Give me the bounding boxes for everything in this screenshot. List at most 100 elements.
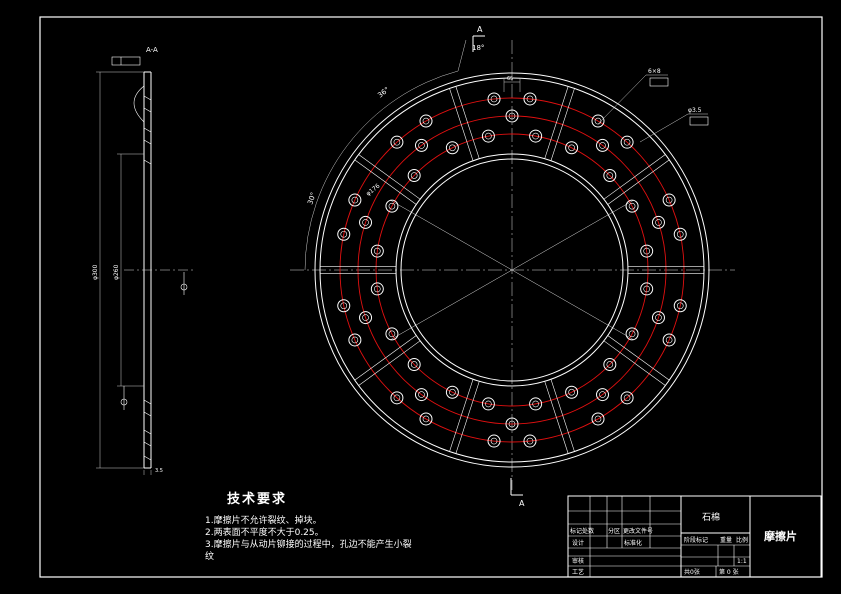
rivet-hole-inner-40 — [568, 144, 575, 152]
requirement-2: 2.两表面不平度不大于0.25。 — [205, 528, 324, 538]
rivet-hole-inner-5 — [606, 361, 614, 368]
rivet-hole-inner-36 — [508, 112, 516, 120]
groove-6-1 — [358, 154, 421, 200]
rivet-hole-45 — [625, 199, 639, 213]
rivet-hole-22 — [370, 282, 384, 296]
groove-8-1 — [550, 88, 575, 161]
rivet-hole-inner-48 — [665, 196, 673, 204]
drawing-border — [39, 16, 823, 578]
rivet-hole-24 — [337, 299, 351, 313]
rivet-hole-inner-10 — [532, 400, 539, 408]
rivet-hole-inner-29 — [351, 196, 359, 204]
rivet-hole-12 — [481, 397, 495, 411]
angle-36-label: 36° — [376, 86, 391, 100]
rivet-hole-4 — [662, 333, 676, 347]
scale-label: 比例 — [736, 536, 748, 544]
rivet-hole-inner-9 — [594, 415, 602, 423]
groove-7-0 — [449, 88, 474, 161]
tb-row-1-left: 标记处数 — [570, 527, 594, 535]
rivet-hole-14 — [487, 434, 501, 448]
title-block: 标记处数 分区 更改文件号 设计 标准化 审核 工艺 石棉 摩擦片 阶段标记 重… — [567, 495, 822, 578]
rivet-hole-37 — [529, 129, 543, 143]
rivet-hole-16 — [414, 388, 428, 402]
rivet-hole-inner-41 — [599, 142, 606, 149]
rivet-hole-36 — [505, 109, 519, 123]
rivet-hole-11 — [505, 417, 519, 431]
rivet-hole-inner-34 — [422, 117, 430, 125]
rivet-hole-inner-12 — [485, 400, 492, 408]
rivet-hole-inner-37 — [532, 132, 539, 140]
svg-text:6×8: 6×8 — [648, 68, 661, 75]
pitch-circle-1 — [375, 133, 649, 407]
svg-text:A: A — [477, 25, 483, 34]
rivet-hole-inner-8 — [623, 394, 631, 402]
rivet-hole-inner-32 — [449, 144, 456, 152]
rivet-hole-48 — [662, 193, 676, 207]
rivet-hole-inner-20 — [388, 330, 396, 338]
technical-requirements: 技术要求 1.摩擦片不允许裂纹、掉块。 2.两表面不平度不大于0.25。 3.摩… — [205, 488, 505, 563]
rivet-hole-inner-46 — [655, 219, 662, 226]
groove-4-1 — [354, 335, 417, 381]
side-hatch-0 — [143, 95, 152, 101]
rivet-hole-inner-16 — [418, 391, 425, 398]
rivet-hole-inner-4 — [665, 336, 673, 344]
rivet-hole-17 — [407, 357, 421, 371]
rivet-hole-inner-0 — [643, 285, 650, 293]
inner-diameter-label: φ176 — [365, 182, 382, 197]
weight-label: 重量 — [720, 536, 732, 544]
rivet-hole-33 — [390, 135, 404, 149]
angle-30-label: 30° — [306, 191, 317, 205]
rivet-hole-inner-13 — [526, 437, 534, 445]
tb-row-1-right: 更改文件号 — [623, 527, 653, 535]
rivet-hole-40 — [565, 141, 579, 155]
svg-text:A: A — [519, 499, 525, 508]
groove-9-1 — [607, 159, 670, 205]
groove-8-0 — [544, 86, 569, 159]
rivet-holes — [337, 92, 687, 448]
side-hatch-9 — [143, 455, 152, 461]
side-hatch-4 — [143, 159, 152, 165]
center-lines — [290, 40, 735, 490]
rivet-hole-inner-15 — [449, 388, 456, 396]
groove-3-0 — [455, 381, 480, 454]
side-hatch-6 — [143, 411, 152, 417]
rivet-hole-inner-2 — [628, 330, 636, 338]
rivet-hole-43 — [591, 114, 605, 128]
rivet-hole-inner-35 — [485, 132, 492, 140]
requirement-1: 1.摩擦片不允许裂纹、掉块。 — [205, 516, 322, 526]
side-hatch-8 — [143, 441, 152, 447]
tb-row-3-left: 审核 — [572, 557, 584, 565]
rivet-hole-inner-26 — [362, 219, 369, 226]
stage-label: 阶段标记 — [684, 536, 708, 544]
rivet-hole-47 — [640, 244, 654, 258]
tb-row-2-left: 设计 — [572, 539, 584, 547]
rivet-hole-8 — [620, 391, 634, 405]
rivet-hole-32 — [445, 141, 459, 155]
rivet-hole-20 — [385, 327, 399, 341]
rivet-hole-38 — [487, 92, 501, 106]
ring-inner-bore — [400, 158, 624, 382]
rivet-hole-44 — [620, 135, 634, 149]
rivet-hole-2 — [625, 327, 639, 341]
rivet-hole-inner-39 — [526, 95, 534, 103]
section-mark-top: A — [472, 25, 485, 52]
groove-6-0 — [354, 159, 417, 205]
tb-row-4-left: 工艺 — [572, 568, 584, 576]
rivet-hole-inner-22 — [374, 285, 381, 293]
sheets-total: 共0张 — [684, 568, 700, 576]
rivet-hole-inner-38 — [490, 95, 498, 103]
tb-row-2-right: 标准化 — [624, 539, 642, 547]
rivet-hole-13 — [523, 434, 537, 448]
rivet-hole-7 — [565, 385, 579, 399]
rivet-hole-inner-42 — [606, 172, 614, 179]
rivet-hole-26 — [359, 215, 373, 229]
scale-value: 1:1 — [737, 558, 747, 565]
groove-9-0 — [603, 154, 666, 200]
pitch-circle-2 — [357, 115, 667, 425]
sheet-number: 第 0 张 — [719, 568, 739, 576]
rivet-hole-25 — [370, 244, 384, 258]
rivet-hole-41 — [596, 138, 610, 152]
ring-outer-edge — [314, 72, 710, 468]
side-hatch-3 — [143, 139, 152, 145]
